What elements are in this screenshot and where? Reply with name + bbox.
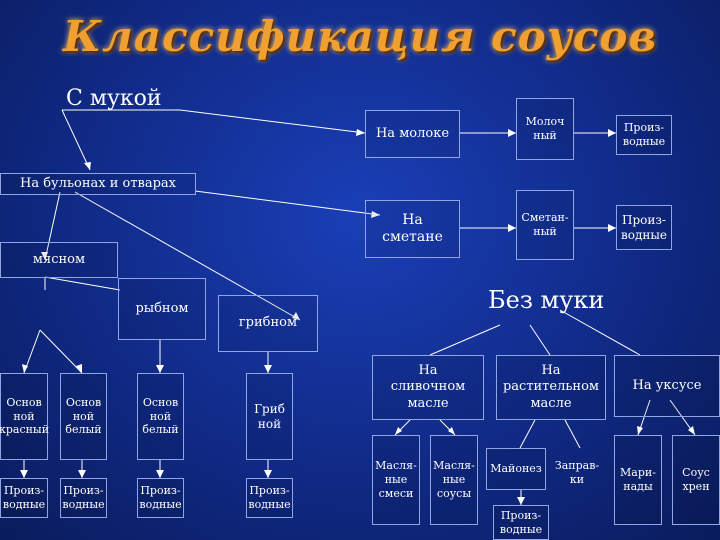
node-basic-white-fish: Основ ной белый: [137, 373, 184, 460]
node-on-veg-oil: На растительном масле: [496, 355, 606, 420]
node-meat: мясном: [0, 242, 118, 278]
node-on-vinegar: На уксусе: [614, 355, 720, 417]
node-basic-white-meat: Основ ной белый: [60, 373, 107, 460]
node-mushroom-sauce: Гриб ной: [246, 373, 293, 460]
without-flour-label: Без муки: [488, 286, 605, 314]
node-derived-mushroom: Произ- водные: [246, 478, 293, 518]
node-mayonnaise-derived: Произ- водные: [493, 505, 549, 540]
node-milk-type: Молоч ный: [516, 98, 574, 160]
node-butter-sauces: Масля- ные соусы: [430, 435, 478, 525]
node-horseradish: Соус хрен: [672, 435, 720, 525]
node-dressings: Заправ- ки: [554, 459, 600, 486]
node-derived-red: Произ- водные: [0, 478, 48, 518]
node-derived-white-meat: Произ- водные: [60, 478, 107, 518]
node-butter-mixtures: Масля- ные смеси: [372, 435, 420, 525]
node-derived-fish: Произ- водные: [137, 478, 184, 518]
node-on-butter: На сливочном масле: [372, 355, 484, 420]
node-on-sour-cream: На сметане: [365, 200, 460, 258]
node-mushroom: грибном: [218, 295, 318, 352]
node-fish: рыбном: [118, 278, 206, 340]
node-milk-derived: Произ- водные: [616, 115, 672, 155]
node-on-milk: На молоке: [365, 110, 460, 158]
node-on-broths: На бульонах и отварах: [0, 173, 196, 195]
node-marinades: Мари- нады: [614, 435, 662, 525]
node-sour-cream-type: Сметан- ный: [516, 190, 574, 260]
node-mayonnaise: Майонез: [486, 448, 546, 490]
node-basic-red: Основ ной красный: [0, 373, 49, 460]
node-sour-cream-derived: Произ- водные: [616, 205, 672, 250]
with-flour-label: С мукой: [66, 86, 162, 111]
page-title: Классификация соусов: [62, 12, 658, 61]
